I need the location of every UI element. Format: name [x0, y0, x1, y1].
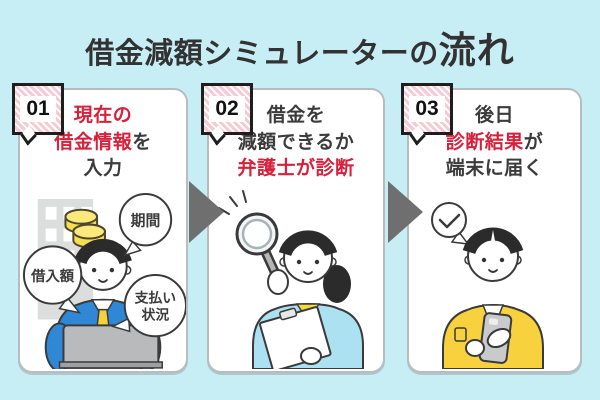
- step2-heading-line3: 弁護士が診断: [237, 158, 355, 180]
- step1-heading-line2-red: 借金情報: [54, 131, 133, 153]
- step3-heading-line2-dark: が: [523, 131, 544, 153]
- step1-illustration: 期間 借入額 支払い 状況: [22, 193, 186, 369]
- page-title: 借金減額シミュレーターの流れ: [0, 20, 600, 74]
- check-bubble-icon: [431, 202, 470, 245]
- step3-heading-line1: 後日: [474, 105, 514, 126]
- step2-number-badge: 02: [201, 83, 253, 135]
- step-card-1: 01 現在の 借金情報を 入力: [12, 83, 188, 373]
- step-card-3: 03 後日 診断結果が 端末に届く: [401, 83, 582, 373]
- page-title-emphasis: 流れ: [438, 30, 515, 71]
- svg-text:期間: 期間: [131, 212, 161, 230]
- step1-heading: 現在の 借金情報を 入力: [20, 90, 186, 183]
- speech-bubble-period: 期間: [118, 193, 173, 257]
- svg-text:借入額: 借入額: [30, 267, 75, 285]
- businessman-illustration: [44, 238, 164, 369]
- step3-number-badge: 03: [401, 83, 453, 135]
- step2-heading-line1: 借金を: [266, 105, 326, 126]
- step1-heading-line1: 現在の: [73, 105, 133, 126]
- svg-text:状況: 状況: [142, 306, 170, 322]
- svg-text:支払い: 支払い: [135, 290, 176, 306]
- speech-bubble-payment-status: 支払い 状況: [110, 274, 186, 338]
- step3-number: 03: [409, 95, 445, 123]
- step2-heading-line2: 減額できるか: [237, 131, 355, 153]
- flow-arrow-2: [388, 181, 423, 243]
- speech-bubble-loan-amount: 借入額: [22, 245, 83, 314]
- laptop-icon: [58, 324, 164, 369]
- lawyer-woman-illustration: [252, 230, 364, 369]
- step3-heading-line3: 端末に届く: [445, 158, 544, 180]
- step3-heading-line2-red: 診断結果: [445, 131, 524, 153]
- step3-heading: 後日 診断結果が 端末に届く: [409, 90, 580, 183]
- step1-heading-line2-dark: を: [132, 131, 152, 153]
- step3-illustration: [431, 202, 544, 369]
- step2-number: 02: [209, 95, 245, 123]
- step2-heading: 借金を 減額できるか 弁護士が診断: [209, 90, 383, 183]
- step-card-2: 02 借金を 減額できるか 弁護士が診断: [201, 83, 385, 373]
- person-with-phone-illustration: [442, 227, 544, 369]
- page-title-prefix: 借金減額シミュレーターの: [85, 38, 439, 70]
- step1-heading-line3: 入力: [83, 158, 123, 180]
- step1-number-badge: 01: [12, 83, 64, 135]
- step1-number: 01: [20, 95, 56, 123]
- flow-arrow-1: [189, 181, 224, 243]
- coins-icon: [64, 208, 106, 249]
- magnifying-glass-icon: [218, 190, 289, 295]
- step2-illustration: [218, 190, 364, 369]
